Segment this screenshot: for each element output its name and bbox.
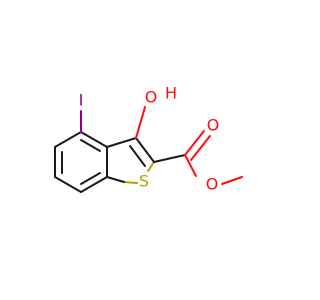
bond-c3-hydroxyl [135,106,146,139]
bond-c7-c7a-inner [80,172,101,185]
bond-sulfur-c7a [106,176,125,183]
iodine-label: I [79,91,84,110]
bond-c6-c7 [54,176,82,193]
ester-oxygen-label: O [206,175,219,194]
bond-c3-c2 [135,137,155,163]
bond-carbonyl-double-2 [190,135,211,161]
bond-c3-c2-inner [129,145,146,167]
carbonyl-oxygen-label: O [207,116,220,135]
bond-carbonyl-c-ester-o [184,154,197,177]
bond-c4-c5 [54,131,82,148]
bond-c7-c7a [80,176,108,193]
bond-c2-carbonyl-c [153,154,186,163]
hydroxyl-oxygen-label: O [145,88,158,107]
molecule-drawing: I O H S O O [54,84,243,194]
sulfur-label: S [139,172,149,191]
structure-canvas: I O H S O O [54,83,243,194]
bond-c3a-c4-inner [80,139,101,152]
hydroxyl-hydrogen-label: H [165,84,177,103]
bond-ester-o-methyl [221,176,243,185]
bond-c3a-c4 [80,131,108,148]
bond-c2-sulfur [147,161,155,172]
bond-carbonyl-double-1 [184,130,205,156]
bond-sulfur-c7a-s [123,181,138,184]
bond-c3a-c3 [106,137,137,148]
